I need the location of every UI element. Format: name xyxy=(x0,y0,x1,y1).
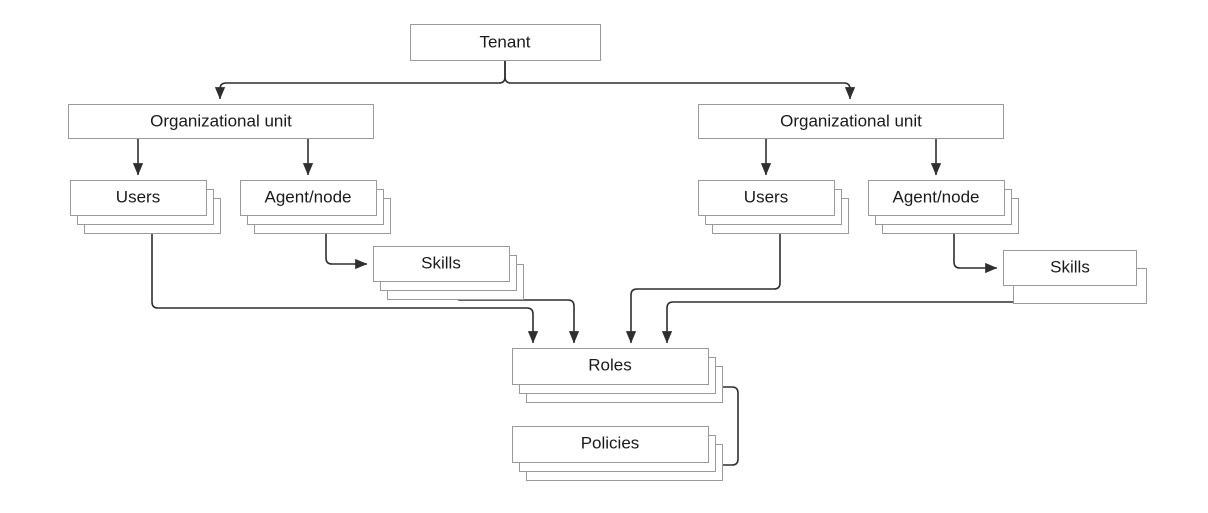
edge-agent-left-to-skills-left xyxy=(325,233,368,270)
edge-roles-to-policies xyxy=(694,386,739,471)
node-ou-left[interactable]: Organizational unit xyxy=(68,104,374,139)
edge-skills-left-to-roles xyxy=(454,293,580,344)
edge-users-left-to-roles xyxy=(151,233,539,344)
node-ou-left-card xyxy=(68,104,374,139)
node-tenant-card xyxy=(410,24,601,61)
node-roles-label: Roles xyxy=(588,355,631,374)
node-tenant-label: Tenant xyxy=(479,32,530,51)
node-users-right[interactable]: Users xyxy=(698,180,849,234)
node-roles[interactable]: Roles xyxy=(512,348,723,403)
node-agent-right[interactable]: Agent/node xyxy=(868,180,1019,234)
node-skills-left-label: Skills xyxy=(421,253,461,272)
edge-tenant-to-ou-left xyxy=(214,60,506,100)
node-ou-left-label: Organizational unit xyxy=(150,111,292,130)
node-roles-card-front xyxy=(512,348,709,385)
node-users-left[interactable]: Users xyxy=(70,180,221,234)
node-agent-right-label: Agent/node xyxy=(893,187,980,206)
node-skills-right[interactable]: Skills xyxy=(1003,250,1147,304)
node-agent-right-card-front xyxy=(868,180,1005,216)
node-tenant[interactable]: Tenant xyxy=(410,24,601,61)
edge-agent-right-to-skills-right xyxy=(953,233,998,274)
node-users-left-card-front xyxy=(70,180,207,216)
node-policies[interactable]: Policies xyxy=(512,426,723,481)
node-policies-card-front xyxy=(512,426,709,463)
node-ou-right-card xyxy=(698,104,1004,139)
node-agent-left-card-front xyxy=(240,180,377,216)
node-users-right-label: Users xyxy=(744,187,788,206)
edge-users-right-to-roles xyxy=(625,233,781,344)
node-agent-left[interactable]: Agent/node xyxy=(240,180,391,234)
node-skills-right-card-front xyxy=(1003,250,1137,286)
node-ou-right[interactable]: Organizational unit xyxy=(698,104,1004,139)
node-skills-left-card-front xyxy=(373,246,510,282)
node-skills-right-label: Skills xyxy=(1050,257,1090,276)
node-agent-left-label: Agent/node xyxy=(265,187,352,206)
node-policies-label: Policies xyxy=(581,433,640,452)
node-users-right-card-front xyxy=(698,180,835,216)
node-ou-right-label: Organizational unit xyxy=(780,111,922,130)
edge-tenant-to-ou-right xyxy=(504,60,856,100)
node-skills-left[interactable]: Skills xyxy=(373,246,524,300)
node-users-left-label: Users xyxy=(116,187,160,206)
